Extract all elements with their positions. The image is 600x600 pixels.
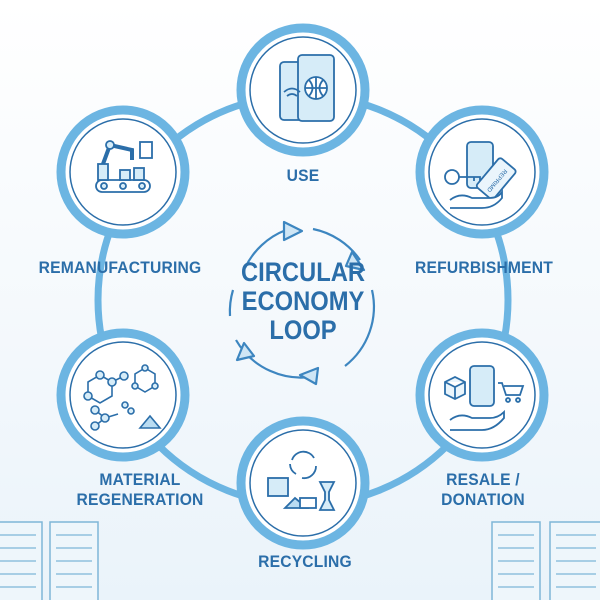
devices-icon — [279, 54, 335, 122]
label-material-regeneration: MATERIAL REGENERATION — [76, 470, 203, 510]
node-material-regeneration — [56, 328, 190, 462]
label-material-line1: MATERIAL — [99, 470, 181, 489]
center-title-line1: CIRCULAR — [240, 257, 366, 287]
label-material-line2: REGENERATION — [76, 490, 204, 509]
resale-donation-icon — [444, 365, 525, 431]
label-resale-line2: DONATION — [441, 490, 525, 509]
label-remanufacturing: REMANUFACTURING — [38, 258, 202, 277]
label-resale-donation: RESALE / DONATION — [441, 470, 525, 510]
node-recycling — [236, 416, 370, 550]
center-title: CIRCULAR ECONOMY LOOP — [241, 258, 365, 345]
server-rack-left-icon — [0, 521, 99, 600]
label-resale-line1: RESALE / — [446, 470, 520, 489]
label-recycling: RECYCLING — [258, 552, 352, 571]
molecule-icon — [83, 364, 162, 431]
refurbish-phone-key-icon: REPRIMD — [444, 141, 517, 209]
center-title-line2: ECONOMY — [241, 286, 365, 316]
label-use: USE — [286, 166, 320, 185]
label-refurbishment: REFURBISHMENT — [415, 258, 553, 277]
recycling-icon — [267, 450, 336, 511]
center-title-line3: LOOP — [269, 315, 337, 345]
robot-arm-conveyor-icon — [95, 140, 153, 193]
center-cycle-arrows-icon — [228, 220, 375, 386]
server-rack-right-icon — [491, 521, 600, 600]
